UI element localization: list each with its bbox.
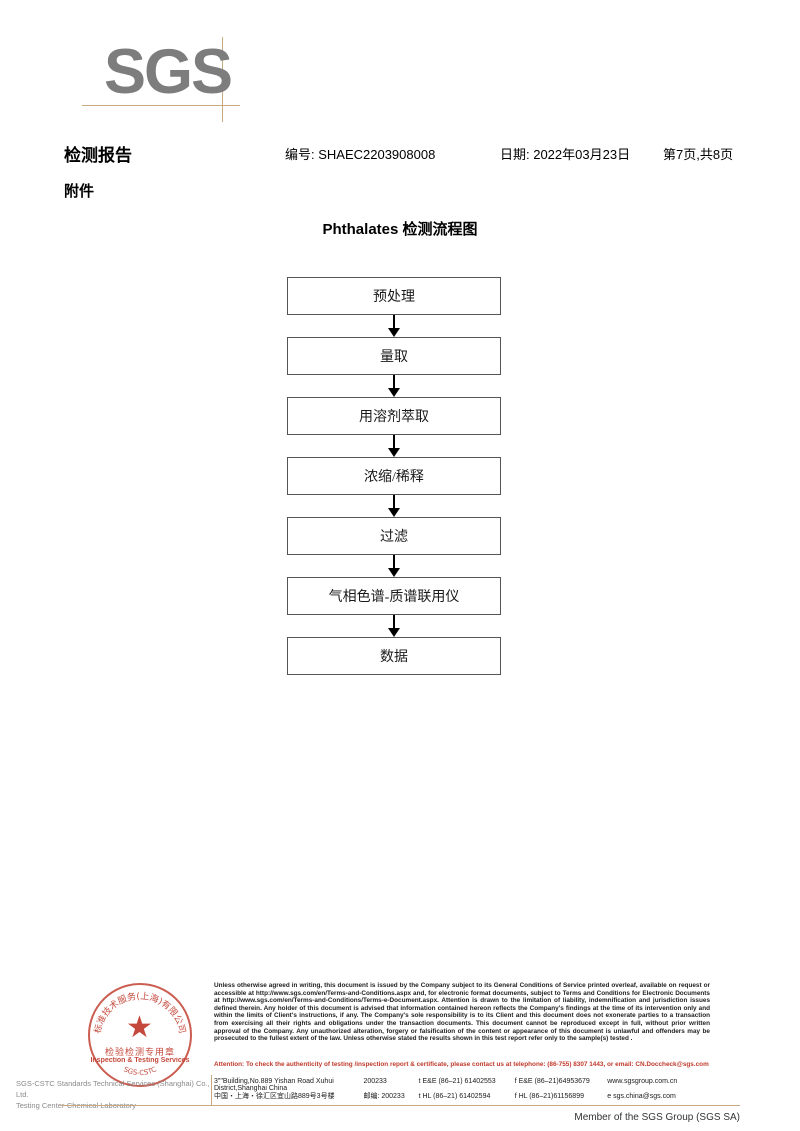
telephone-cn-2: f HL (86–21)61156899 xyxy=(514,1093,584,1100)
report-number: 编号: SHAEC2203908008 xyxy=(285,147,436,162)
attention-notice: Attention: To check the authenticity of … xyxy=(214,1061,709,1068)
flow-step-box: 气相色谱-质谱联用仪 xyxy=(287,577,501,615)
seal-english-text: Inspection & Testing Services xyxy=(90,1057,190,1064)
seal-outer-ring xyxy=(88,983,192,1087)
logo-vertical-rule xyxy=(222,37,223,122)
flow-step-box: 过滤 xyxy=(287,517,501,555)
postcode-en: 200233 xyxy=(363,1078,387,1085)
flow-arrow-down-icon xyxy=(287,315,501,337)
logo-horizontal-rule xyxy=(82,105,240,106)
flow-step-box: 预处理 xyxy=(287,277,501,315)
address-row-cn: 中国・上海・徐汇区宜山路889号3号楼 邮编: 200233 t HL (86–… xyxy=(214,1091,714,1104)
company-seal-stamp: 标准技术服务(上海)有限公司 SGS-CSTC ★ 检验检测专用章 Inspec… xyxy=(88,983,196,1091)
flow-arrow-down-icon xyxy=(287,615,501,637)
report-date: 日期: 2022年03月23日 xyxy=(500,147,631,162)
flow-step-box: 量取 xyxy=(287,337,501,375)
flow-arrow-down-icon xyxy=(287,495,501,517)
seal-star-icon: ★ xyxy=(126,1011,153,1044)
postcode-cn: 邮编: 200233 xyxy=(363,1093,405,1100)
website-link[interactable]: www.sgsgroup.com.cn xyxy=(607,1078,678,1085)
page-title: 检测报告 xyxy=(64,146,132,165)
page-indicator: 第7页,共8页 xyxy=(663,147,734,162)
company-name-line1: SGS-CSTC Standards Technical Services (S… xyxy=(16,1079,210,1099)
flowchart: 预处理 量取 用溶剂萃取 浓缩/稀释 过滤 气相色谱-质谱联用仪 数据 xyxy=(287,277,503,675)
seal-chinese-text: 检验检测专用章 xyxy=(104,1047,175,1057)
footer-horizontal-rule xyxy=(60,1105,740,1106)
flowchart-title: Phthalates 检测流程图 xyxy=(322,221,478,238)
footer-vertical-rule xyxy=(211,1075,212,1105)
flow-step-box: 浓缩/稀释 xyxy=(287,457,501,495)
attachment-label: 附件 xyxy=(64,183,95,200)
address-en: 3""Building,No.889 Yishan Road Xuhui Dis… xyxy=(214,1078,334,1092)
telephone-cn-1: t HL (86–21) 61402594 xyxy=(418,1093,491,1100)
report-header: 检测报告 编号: SHAEC2203908008 日期: 2022年03月23日… xyxy=(0,141,800,167)
seal-curved-text: 标准技术服务(上海)有限公司 SGS-CSTC xyxy=(91,990,187,1077)
sgs-group-member-note: Member of the SGS Group (SGS SA) xyxy=(574,1112,740,1123)
telephone-en-2: f E&E (86–21)64953679 xyxy=(514,1078,590,1085)
flow-step-box: 数据 xyxy=(287,637,501,675)
legal-terms-text: Unless otherwise agreed in writing, this… xyxy=(214,982,710,1043)
flow-arrow-down-icon xyxy=(287,375,501,397)
flow-step-box: 用溶剂萃取 xyxy=(287,397,501,435)
company-name-block: SGS-CSTC Standards Technical Services (S… xyxy=(16,1078,211,1111)
flow-arrow-down-icon xyxy=(287,435,501,457)
address-cn: 中国・上海・徐汇区宜山路889号3号楼 xyxy=(214,1093,335,1100)
flow-arrow-down-icon xyxy=(287,555,501,577)
email-link[interactable]: e sgs.china@sgs.com xyxy=(607,1093,676,1100)
svg-text:SGS-CSTC: SGS-CSTC xyxy=(122,1065,157,1077)
page-footer: 标准技术服务(上海)有限公司 SGS-CSTC ★ 检验检测专用章 Inspec… xyxy=(0,975,800,1131)
address-row-en: 3""Building,No.889 Yishan Road Xuhui Dis… xyxy=(214,1078,714,1092)
telephone-en-1: t E&E (86–21) 61402553 xyxy=(418,1078,496,1085)
sgs-logo-block: SGS xyxy=(82,36,252,122)
address-block: 3""Building,No.889 Yishan Road Xuhui Dis… xyxy=(214,1078,714,1104)
sgs-wordmark: SGS xyxy=(104,37,233,107)
